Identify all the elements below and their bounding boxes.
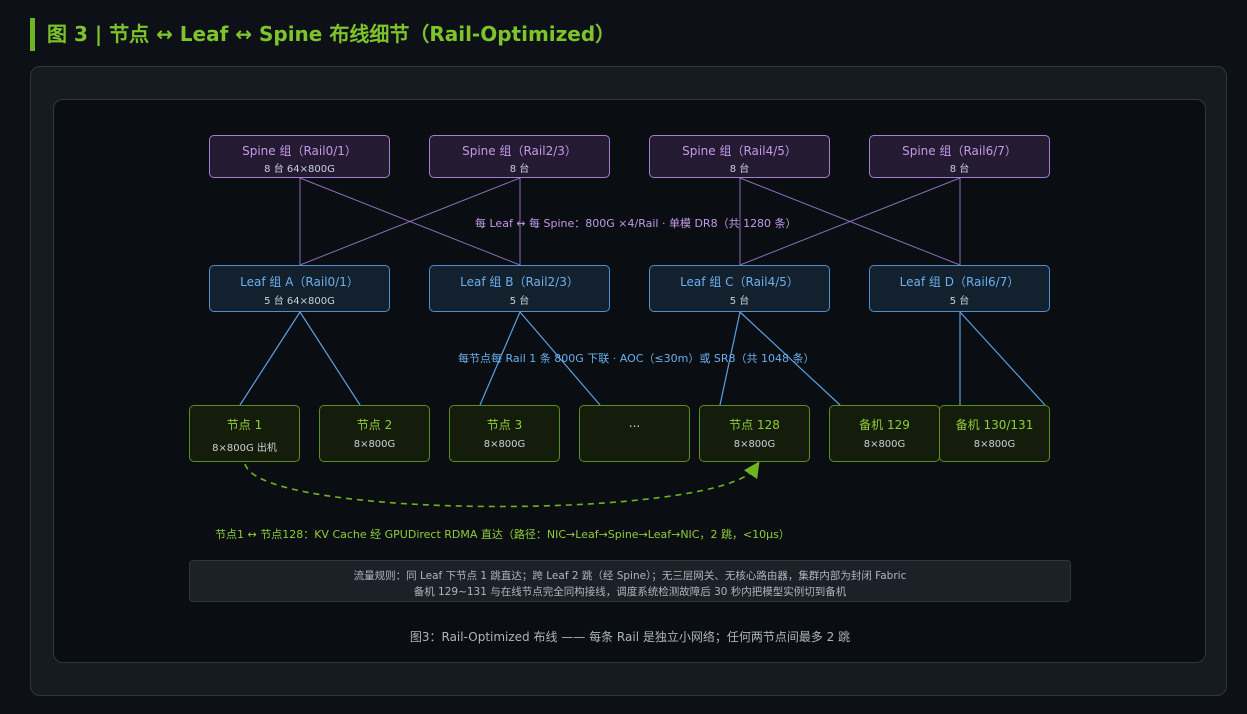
leaf-title: Leaf 组 B（Rail2/3） <box>460 275 579 289</box>
figure-caption: 图3：Rail-Optimized 布线 —— 每条 Rail 是独立小网络；任… <box>409 630 851 644</box>
leaf-node-link <box>239 311 301 406</box>
spine-title: Spine 组（Rail6/7） <box>902 144 1017 158</box>
leaf-group-b: Leaf 组 B（Rail2/3） 5 台 <box>429 265 610 312</box>
standby-node-129: 备机 129 8×800G <box>829 405 940 462</box>
kv-cache-path <box>244 461 760 508</box>
spine-title: Spine 组（Rail4/5） <box>682 144 797 158</box>
node-title: 节点 1 <box>226 418 263 432</box>
traffic-rule-line: 流量规则：同 Leaf 下节点 1 跳直达；跨 Leaf 2 跳（经 Spine… <box>353 570 907 582</box>
node-title: 节点 128 <box>729 418 780 432</box>
kv-cache-path-label: 节点1 ↔ 节点128：KV Cache 经 GPUDirect RDMA 直达… <box>215 528 790 541</box>
node-title: 备机 130/131 <box>955 418 1034 432</box>
traffic-rules-panel: 流量规则：同 Leaf 下节点 1 跳直达；跨 Leaf 2 跳（经 Spine… <box>189 560 1071 602</box>
leaf-group-c: Leaf 组 C（Rail4/5） 5 台 <box>649 265 830 312</box>
spine-leaf-link <box>739 177 961 266</box>
node-ellipsis: ... <box>579 405 690 462</box>
figure-heading: 图 3 | 节点 ↔ Leaf ↔ Spine 布线细节（Rail-Optimi… <box>30 18 615 51</box>
leaf-subtitle: 5 台 <box>509 296 530 307</box>
node-3: 节点 3 8×800G <box>449 405 560 462</box>
leaf-subtitle: 5 台 64×800G <box>264 296 335 307</box>
node-title: ... <box>628 416 641 430</box>
spine-subtitle: 8 台 <box>509 164 530 175</box>
node-subtitle: 8×800G <box>863 439 906 450</box>
spine-group-rail0-1: Spine 组（Rail0/1） 8 台 64×800G <box>209 135 390 178</box>
spine-leaf-link-label: 每 Leaf ↔ 每 Spine：800G ×4/Rail · 单模 DR8（共… <box>475 217 797 230</box>
node-subtitle: 8×800G <box>973 439 1016 450</box>
leaf-node-link <box>299 311 361 406</box>
leaf-group-d: Leaf 组 D（Rail6/7） 5 台 <box>869 265 1050 312</box>
leaf-node-link <box>719 311 741 406</box>
standby-node-130-131: 备机 130/131 8×800G <box>939 405 1050 462</box>
spine-leaf-link <box>299 177 521 266</box>
spine-subtitle: 8 台 <box>949 164 970 175</box>
standby-rule-line: 备机 129~131 与在线节点完全同构接线，调度系统检测故障后 30 秒内把模… <box>413 586 847 598</box>
spine-title: Spine 组（Rail2/3） <box>462 144 577 158</box>
node-title: 节点 3 <box>486 418 523 432</box>
spine-subtitle: 8 台 <box>729 164 750 175</box>
leaf-group-a: Leaf 组 A（Rail0/1） 5 台 64×800G <box>209 265 390 312</box>
leaf-node-link <box>479 311 521 406</box>
spine-group-rail4-5: Spine 组（Rail4/5） 8 台 <box>649 135 830 178</box>
leaf-subtitle: 5 台 <box>949 296 970 307</box>
node-title: 备机 129 <box>859 418 910 432</box>
node-subtitle: 8×800G <box>353 439 396 450</box>
spine-title: Spine 组（Rail0/1） <box>242 144 357 158</box>
leaf-node-link <box>519 311 601 406</box>
node-subtitle: 8×800G <box>483 439 526 450</box>
leaf-node-link <box>739 311 841 406</box>
spine-group-rail2-3: Spine 组（Rail2/3） 8 台 <box>429 135 610 178</box>
node-128: 节点 128 8×800G <box>699 405 810 462</box>
node-2: 节点 2 8×800G <box>319 405 430 462</box>
node-title: 节点 2 <box>356 418 393 432</box>
node-subtitle: 8×800G 出机 <box>212 443 277 454</box>
leaf-title: Leaf 组 C（Rail4/5） <box>680 275 799 289</box>
spine-subtitle: 8 台 64×800G <box>264 164 335 175</box>
node-1: 节点 1 8×800G 出机 <box>189 405 300 462</box>
leaf-node-link-label: 每节点每 Rail 1 条 800G 下联 · AOC（≤30m）或 SR8（共… <box>458 352 815 365</box>
node-subtitle: 8×800G <box>733 439 776 450</box>
leaf-node-link <box>959 311 1046 406</box>
leaf-title: Leaf 组 A（Rail0/1） <box>240 275 359 289</box>
leaf-title: Leaf 组 D（Rail6/7） <box>899 275 1020 289</box>
spine-group-rail6-7: Spine 组（Rail6/7） 8 台 <box>869 135 1050 178</box>
leaf-subtitle: 5 台 <box>729 296 750 307</box>
